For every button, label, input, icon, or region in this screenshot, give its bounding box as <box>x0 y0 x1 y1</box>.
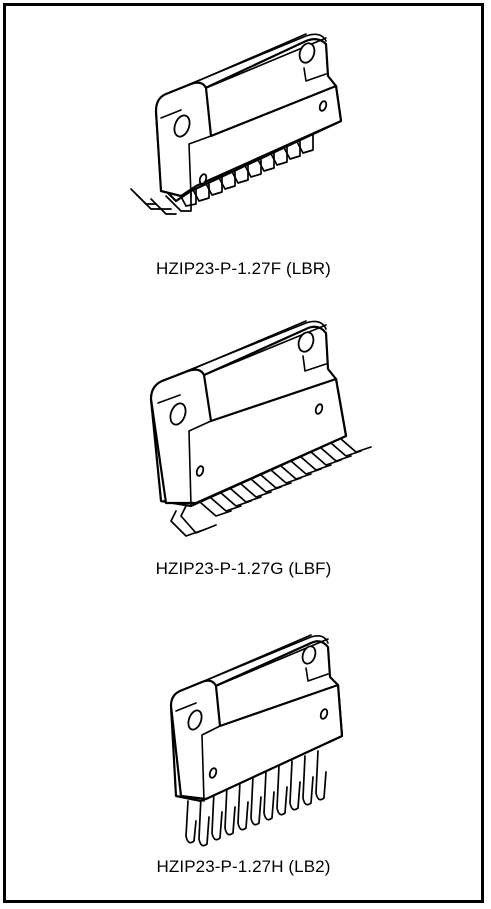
package-lb2-caption: HZIP23-P-1.27H (LB2) <box>156 857 331 876</box>
package-lbr: HZIP23-P-1.27F (LBR) <box>6 26 481 286</box>
lbr-pins <box>130 131 314 215</box>
package-lbr-drawing <box>130 33 343 215</box>
figure-frame: HZIP23-P-1.27F (LBR) <box>3 3 484 903</box>
package-lbf: HZIP23-P-1.27G (LBF) <box>6 311 481 601</box>
lb2-pins <box>185 750 327 847</box>
package-lb2-drawing <box>169 634 344 847</box>
package-lb2: HZIP23-P-1.27H (LB2) <box>6 621 481 901</box>
package-lbf-caption: HZIP23-P-1.27G (LBF) <box>155 559 332 578</box>
package-lbr-caption: HZIP23-P-1.27F (LBR) <box>156 259 331 278</box>
package-lbf-drawing <box>149 320 372 537</box>
lbf-pins <box>170 438 372 537</box>
